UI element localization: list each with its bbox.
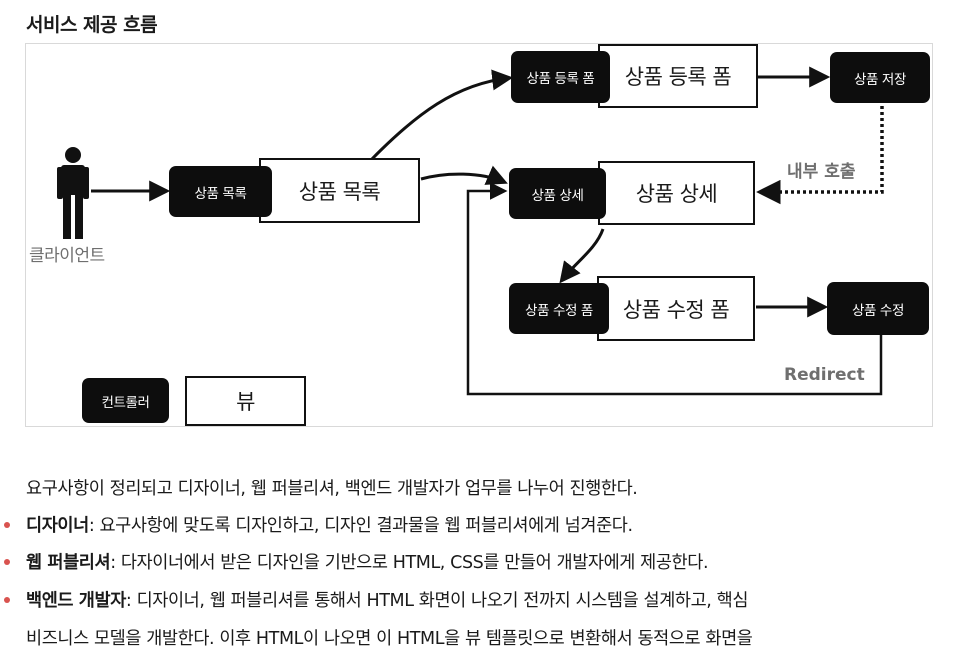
product-detail-controller: 상품 상세 <box>509 168 606 219</box>
product-reg-view: 상품 등록 폼 <box>598 44 758 108</box>
backend-item-continued: 비즈니스 모델을 개발한다. 이후 HTML이 나오면 이 HTML을 뷰 템플… <box>26 629 753 649</box>
service-flow-diagram: 클라이언트 상품 목록 상품 목록 상품 등록 폼 상품 등록 폼 상품 저장 … <box>25 43 933 427</box>
section-heading: 서비스 제공 흐름 <box>26 14 158 36</box>
publisher-title: 웹 퍼블리셔 <box>26 553 111 573</box>
bullet-publisher <box>4 559 10 565</box>
legend-controller: 컨트롤러 <box>82 378 169 423</box>
redirect-label: Redirect <box>784 365 865 385</box>
flow-arrows <box>57 66 884 396</box>
intro-paragraph: 요구사항이 정리되고 디자이너, 웹 퍼블리셔, 백엔드 개발자가 업무를 나누… <box>26 479 638 499</box>
designer-title: 디자이너 <box>26 516 89 536</box>
backend-title: 백엔드 개발자 <box>26 591 126 611</box>
product-detail-view: 상품 상세 <box>598 161 755 225</box>
arrow-list-to-reg <box>369 69 514 162</box>
bullet-designer <box>4 522 10 528</box>
arrow-redirect <box>466 182 883 396</box>
backend-body: : 디자이너, 웹 퍼블리셔를 통해서 HTML 화면이 나오기 전까지 시스템… <box>125 591 749 611</box>
publisher-body: : 다자이너에서 받은 디자인을 기반으로 HTML, CSS를 만들어 개발자… <box>110 553 709 573</box>
product-edit-controller: 상품 수정 폼 <box>509 283 609 334</box>
bullet-backend <box>4 597 10 603</box>
backend-item: 백엔드 개발자: 디자이너, 웹 퍼블리셔를 통해서 HTML 화면이 나오기 … <box>26 587 748 612</box>
arrow-list-to-detail <box>420 165 508 185</box>
product-list-controller: 상품 목록 <box>169 166 272 217</box>
designer-item: 디자이너: 요구사항에 맞도록 디자인하고, 디자인 결과물을 웹 퍼블리셔에게… <box>26 512 633 537</box>
internal-call-label: 내부 호출 <box>787 162 856 182</box>
product-save-controller: 상품 저장 <box>830 52 930 103</box>
arrow-detail-to-edit <box>559 228 605 284</box>
product-list-view: 상품 목록 <box>259 158 420 223</box>
product-update-controller: 상품 수정 <box>827 282 929 335</box>
publisher-item: 웹 퍼블리셔: 다자이너에서 받은 디자인을 기반으로 HTML, CSS를 만… <box>26 549 709 574</box>
arrow-internal-call <box>756 106 884 205</box>
product-edit-view: 상품 수정 폼 <box>597 276 755 341</box>
legend-view: 뷰 <box>185 376 306 426</box>
product-reg-controller: 상품 등록 폼 <box>511 51 610 103</box>
client-label: 클라이언트 <box>29 246 105 266</box>
designer-body: : 요구사항에 맞도록 디자인하고, 디자인 결과물을 웹 퍼블리셔에게 넘겨준… <box>88 516 633 536</box>
client-person-icon <box>57 147 89 239</box>
